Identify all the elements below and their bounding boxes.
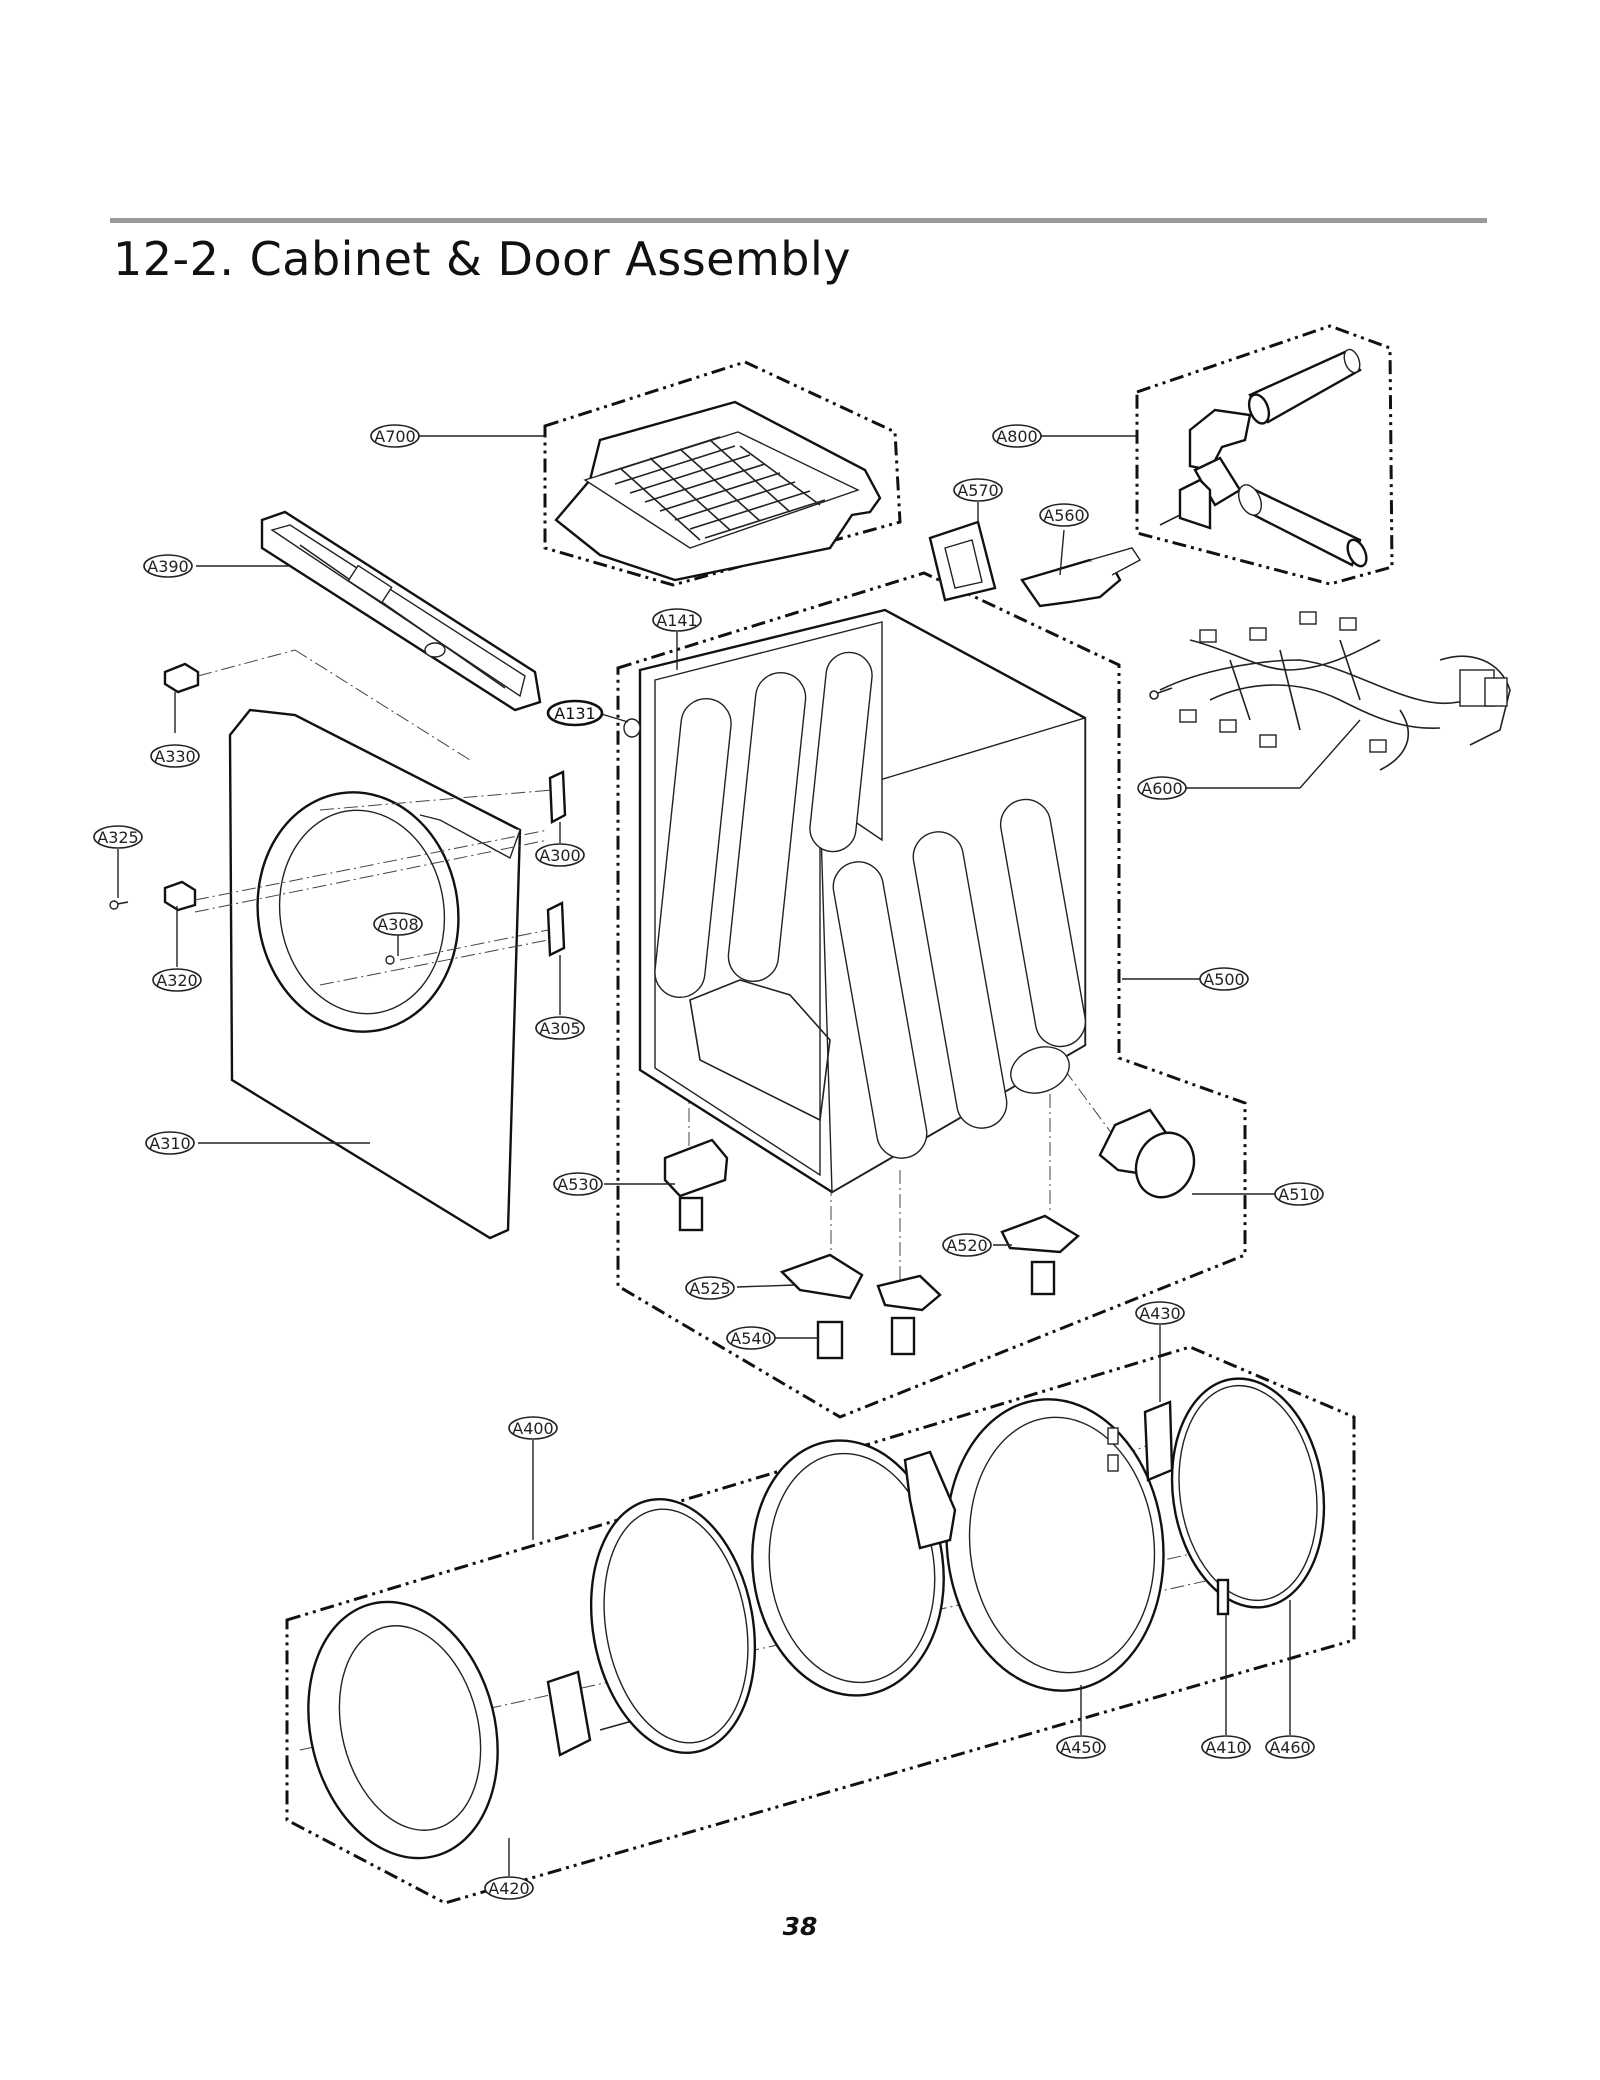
- leader-lines: [117, 435, 1361, 1876]
- callout-A570: A570: [953, 478, 1003, 502]
- callout-A325-text: A325: [97, 828, 138, 847]
- duct-kit-group-boundary: [1135, 324, 1394, 586]
- duct-a560-part: [1020, 547, 1142, 608]
- bracket-a320-part: [163, 880, 197, 912]
- callout-A300: A300: [535, 843, 585, 867]
- callout-A540: A540: [726, 1326, 776, 1350]
- door-glass-part: [589, 1497, 757, 1755]
- callout-A310-text: A310: [149, 1134, 190, 1153]
- callout-A131: A131: [546, 699, 604, 727]
- page-title: 12-2. Cabinet & Door Assembly: [113, 232, 851, 286]
- exhaust-duct-part: [1098, 1108, 1196, 1199]
- top-cover-part: [554, 400, 882, 582]
- latch-a300-part: [548, 770, 567, 824]
- callout-A410-text: A410: [1205, 1738, 1246, 1757]
- callout-A600-text: A600: [1141, 779, 1182, 798]
- door-frame-a450-part: [903, 1398, 1165, 1692]
- callout-A141: A141: [652, 608, 702, 632]
- callout-A320-text: A320: [156, 971, 197, 990]
- callout-A530-text: A530: [557, 1175, 598, 1194]
- callout-A520: A520: [942, 1233, 992, 1257]
- bracket-a530-part: [663, 1138, 729, 1232]
- callout-A460-text: A460: [1269, 1738, 1310, 1757]
- callout-A500: A500: [1199, 967, 1249, 991]
- callout-A800-text: A800: [996, 427, 1037, 446]
- callout-A308-text: A308: [377, 915, 418, 934]
- bracket-a520-part: [1000, 1214, 1081, 1296]
- screw-a308-part: [385, 955, 395, 965]
- callout-A530: A530: [553, 1172, 603, 1196]
- callout-A450: A450: [1056, 1735, 1106, 1759]
- cabinet-part: [623, 608, 1087, 1194]
- callout-A430: A430: [1135, 1301, 1185, 1325]
- callout-A305-text: A305: [539, 1019, 580, 1038]
- callout-A400: A400: [508, 1416, 558, 1440]
- callout-A400-text: A400: [512, 1419, 553, 1438]
- callout-A510: A510: [1274, 1182, 1324, 1206]
- callout-A410: A410: [1201, 1735, 1251, 1759]
- door-group-boundary: [285, 1345, 1356, 1905]
- door-liner-part: [751, 1439, 945, 1697]
- top-rule: [110, 218, 1487, 223]
- callout-A460: A460: [1265, 1735, 1315, 1759]
- callout-A450-text: A450: [1060, 1738, 1101, 1757]
- bracket-a570-part: [928, 520, 997, 602]
- cabinet-group-boundary: [616, 571, 1247, 1419]
- bracket-a525-part: [779, 1253, 864, 1300]
- callout-A420: A420: [484, 1876, 534, 1900]
- callout-A330: A330: [150, 744, 200, 768]
- callout-A310: A310: [145, 1131, 195, 1155]
- callout-A520-text: A520: [946, 1236, 987, 1255]
- callout-A320: A320: [152, 968, 202, 992]
- rear-panel-part: [260, 510, 542, 712]
- callout-A700-text: A700: [374, 427, 415, 446]
- screw-a325-part: [109, 900, 129, 910]
- leg-a540-part: [816, 1274, 942, 1360]
- callout-A430-text: A430: [1139, 1304, 1180, 1323]
- callout-A305: A305: [535, 1016, 585, 1040]
- callout-A330-text: A330: [154, 747, 195, 766]
- callout-A390: A390: [143, 554, 193, 578]
- callout-A420-text: A420: [488, 1879, 529, 1898]
- callout-A560: A560: [1039, 503, 1089, 527]
- top-cover-group-boundary: [543, 360, 902, 587]
- callout-A300-text: A300: [539, 846, 580, 865]
- callout-A600: A600: [1137, 776, 1187, 800]
- wire-harness-part: [1149, 611, 1511, 771]
- callout-A510-text: A510: [1278, 1185, 1319, 1204]
- door-gasket-a460-part: [1170, 1377, 1326, 1609]
- callout-A700: A700: [370, 424, 420, 448]
- callout-A500-text: A500: [1203, 970, 1244, 989]
- door-ring-a420-part: [307, 1600, 499, 1860]
- latch-a305-part: [546, 901, 566, 957]
- duct-kit-part: [1159, 348, 1368, 568]
- callout-A525: A525: [685, 1276, 735, 1300]
- callout-A325: A325: [93, 825, 143, 849]
- callout-A525-text: A525: [689, 1279, 730, 1298]
- callout-A131-text: A131: [554, 704, 595, 723]
- callout-A570-text: A570: [957, 481, 998, 500]
- callout-A308: A308: [373, 912, 423, 936]
- page-number: 38: [782, 1912, 818, 1941]
- callout-A141-text: A141: [656, 611, 697, 630]
- callout-A800: A800: [992, 424, 1042, 448]
- callout-A540-text: A540: [730, 1329, 771, 1348]
- switch-a330-part: [163, 662, 200, 694]
- callout-A560-text: A560: [1043, 506, 1084, 525]
- strike-a410-part: [1216, 1578, 1230, 1616]
- callout-A390-text: A390: [147, 557, 188, 576]
